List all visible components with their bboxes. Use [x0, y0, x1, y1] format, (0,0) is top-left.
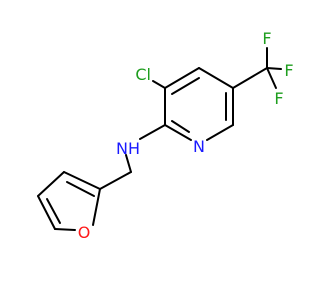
atom-nh-label: NH: [116, 139, 140, 158]
bond-c4-c5: [198, 67, 234, 89]
bond-n-c2-inner: [171, 120, 190, 133]
atom-f3-label: F: [274, 89, 283, 108]
bond-c4f-c5f-inner: [46, 198, 61, 224]
bond-c5f-o: [54, 228, 76, 231]
atom-n-label: N: [193, 137, 205, 156]
bond-c3f-c4f: [37, 171, 65, 197]
bond-c3-c4-inner: [171, 77, 200, 95]
bond-cf3-f2: [266, 67, 282, 70]
bond-c6-n: [206, 124, 234, 141]
bond-c2f-c3f-inner: [66, 181, 95, 197]
bond-c4f-c5f: [37, 195, 56, 230]
bond-nh-ch2: [125, 154, 132, 173]
molecule-canvas: Cl NH N O F F F: [37, 29, 294, 242]
atom-cl-label: Cl: [135, 65, 151, 84]
structure-diagram: Cl NH N O F F F: [37, 29, 294, 242]
bonds: [37, 47, 282, 231]
bond-ch2-c2furan: [99, 171, 132, 190]
atom-labels: Cl NH N O F F F: [78, 29, 294, 242]
atom-f2-label: F: [284, 61, 293, 80]
bond-c5-cf3: [232, 67, 268, 89]
bond-c3-cl: [152, 80, 166, 89]
bond-cf3-f3: [266, 67, 277, 89]
bond-n-c2: [164, 124, 192, 141]
atom-o-label: O: [78, 223, 91, 242]
bond-c2f-c3f: [63, 171, 101, 190]
bond-c3-c4: [164, 67, 200, 89]
bond-o-c2f: [92, 188, 101, 226]
bond-c2-nh: [139, 124, 166, 140]
atom-f1-label: F: [262, 29, 271, 48]
